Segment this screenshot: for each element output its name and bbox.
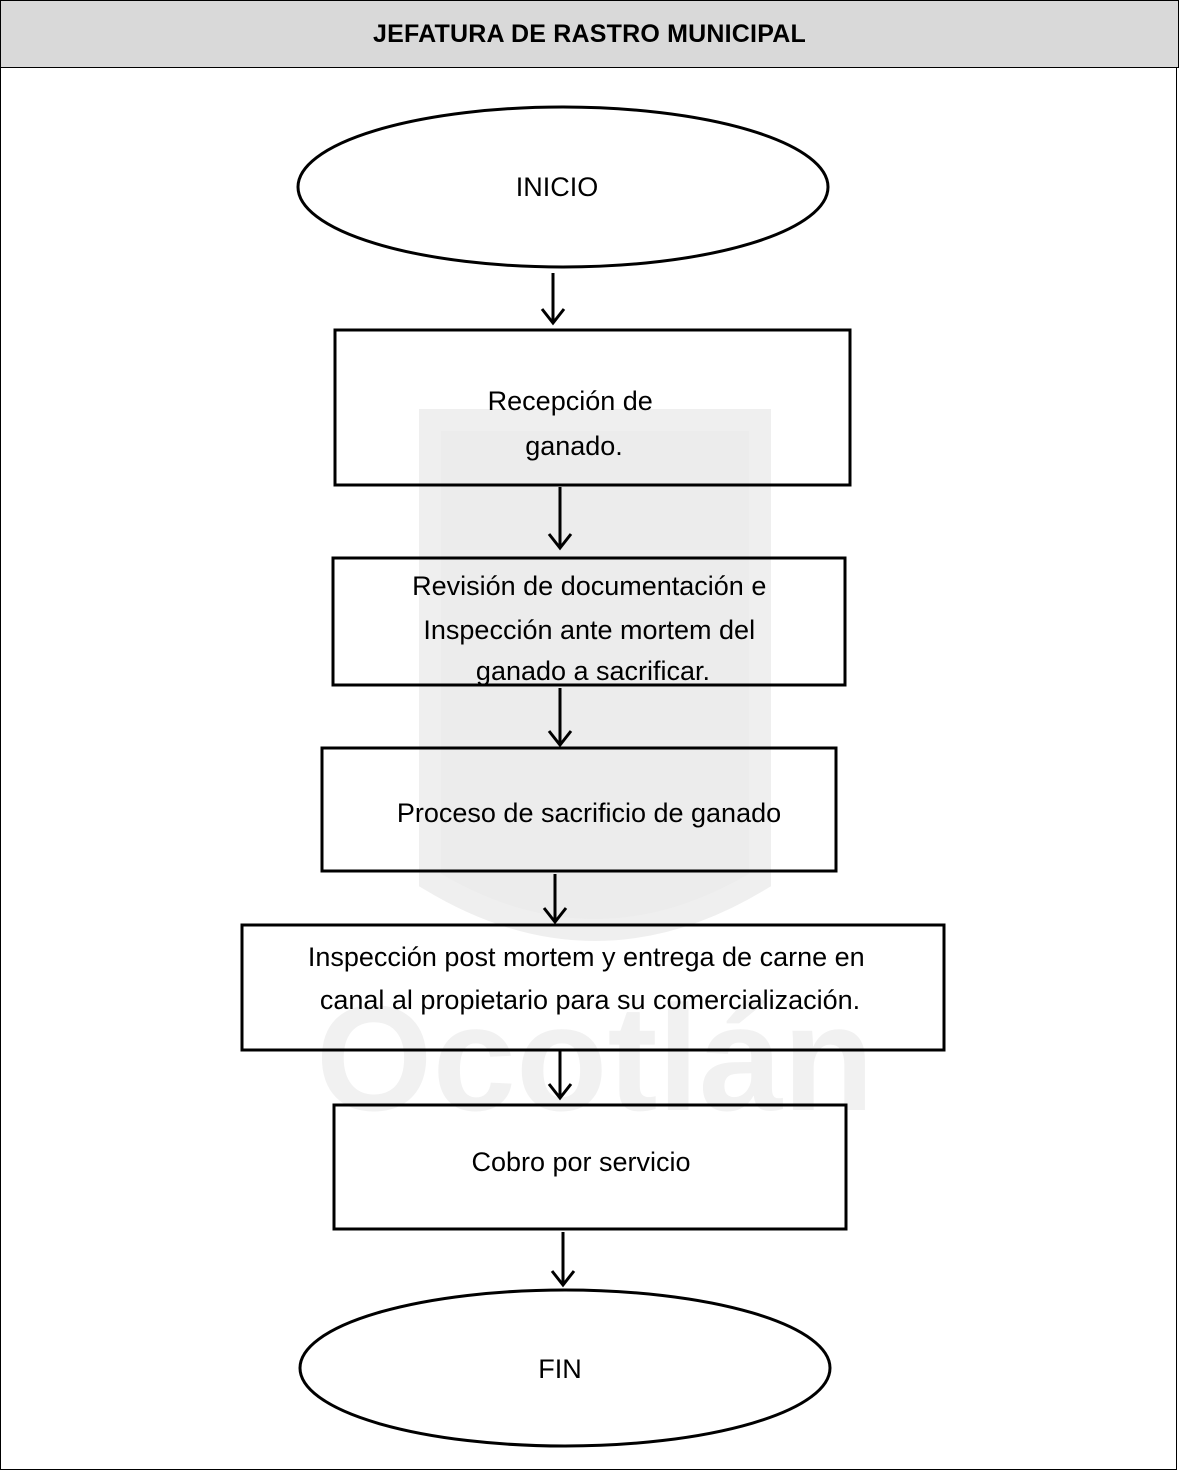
- start-label: INICIO: [516, 172, 599, 202]
- process-step-slaughter: Proceso de sacrificio de ganado: [320, 746, 838, 873]
- step-1-line-1: Recepción de: [488, 386, 653, 416]
- process-step-reception: Recepción de ganado.: [333, 328, 852, 487]
- svg-text:Inspección post mortem y entre: Inspección post mortem y entrega de carn…: [308, 942, 872, 1015]
- process-step-post-mortem: Inspección post mortem y entrega de carn…: [240, 923, 946, 1052]
- arrow-5: [547, 1050, 573, 1101]
- step-4-line-1: Inspección post mortem y entrega de carn…: [308, 942, 865, 972]
- end-label: FIN: [538, 1354, 582, 1384]
- step-2-line-1: Revisión de documentación e: [412, 571, 766, 601]
- arrow-6: [550, 1232, 576, 1288]
- process-step-document-review: Revisión de documentación e Inspección a…: [331, 556, 847, 687]
- end-terminator: FIN: [298, 1288, 832, 1448]
- watermark-text: Ocotlán: [316, 974, 874, 1142]
- svg-text:Recepción de ganado.: Recepción de ganado.: [488, 386, 661, 461]
- step-1-line-2: ganado.: [525, 431, 623, 461]
- arrow-4: [542, 874, 568, 925]
- svg-text:Revisión de documentación e: Revisión de documentación e Inspección a…: [412, 571, 774, 686]
- step-2-line-3: ganado a sacrificar.: [476, 656, 710, 686]
- start-terminator: INICIO: [296, 105, 830, 269]
- step-5-label: Cobro por servicio: [471, 1147, 690, 1177]
- step-3-label: Proceso de sacrificio de ganado: [397, 798, 781, 828]
- process-step-billing: Cobro por servicio: [332, 1103, 848, 1231]
- step-4-line-2: canal al propietario para su comercializ…: [320, 985, 860, 1015]
- arrow-1: [540, 273, 566, 326]
- header-bar: JEFATURA DE RASTRO MUNICIPAL: [0, 0, 1179, 68]
- arrow-3: [547, 688, 573, 748]
- step-2-line-2: Inspección ante mortem del: [423, 615, 755, 645]
- connectors: [540, 273, 576, 1288]
- watermark: Ocotlán: [316, 409, 874, 1142]
- page-title: JEFATURA DE RASTRO MUNICIPAL: [373, 19, 806, 48]
- arrow-2: [547, 487, 573, 551]
